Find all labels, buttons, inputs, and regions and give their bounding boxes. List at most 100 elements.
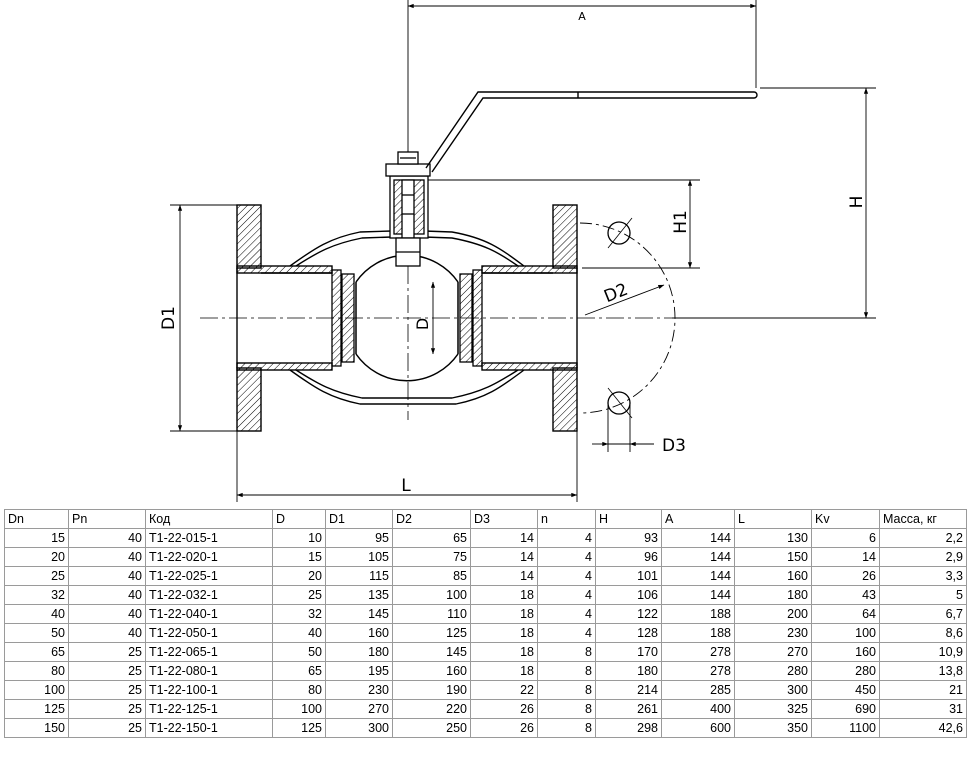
table-cell: 25 bbox=[68, 718, 146, 738]
table-cell: 21 bbox=[879, 680, 967, 700]
table-cell: 4 bbox=[537, 547, 596, 567]
valve-drawing: A H H1 D1 D D2 D3 L bbox=[159, 0, 876, 502]
table-cell: 40 bbox=[68, 566, 146, 586]
table-cell: 230 bbox=[734, 623, 812, 643]
table-cell: 40 bbox=[68, 547, 146, 567]
table-cell: Т1-22-015-1 bbox=[145, 528, 273, 548]
table-cell: 250 bbox=[392, 718, 471, 738]
table-cell: 32 bbox=[4, 585, 69, 605]
dim-label-a: A bbox=[578, 10, 586, 23]
table-cell: 350 bbox=[734, 718, 812, 738]
column-header: A bbox=[661, 509, 735, 529]
column-header: D bbox=[272, 509, 326, 529]
table-cell: 400 bbox=[661, 699, 735, 719]
table-cell: 450 bbox=[811, 680, 880, 700]
table-cell: 122 bbox=[595, 604, 662, 624]
table-cell: 220 bbox=[392, 699, 471, 719]
table-cell: 106 bbox=[595, 585, 662, 605]
table-cell: 144 bbox=[661, 528, 735, 548]
table-cell: 18 bbox=[470, 604, 538, 624]
dim-label-d2: D2 bbox=[601, 280, 631, 307]
table-cell: 18 bbox=[470, 661, 538, 681]
column-header: L bbox=[734, 509, 812, 529]
table-cell: 8 bbox=[537, 699, 596, 719]
table-cell: 100 bbox=[392, 585, 471, 605]
table-cell: 188 bbox=[661, 623, 735, 643]
table-cell: 8,6 bbox=[879, 623, 967, 643]
column-header: D3 bbox=[470, 509, 538, 529]
table-cell: 25 bbox=[68, 661, 146, 681]
table-cell: Т1-22-025-1 bbox=[145, 566, 273, 586]
table-cell: 2,9 bbox=[879, 547, 967, 567]
table-cell: 100 bbox=[272, 699, 326, 719]
table-cell: 125 bbox=[392, 623, 471, 643]
table-cell: 42,6 bbox=[879, 718, 967, 738]
table-cell: 300 bbox=[734, 680, 812, 700]
dim-d1 bbox=[170, 204, 237, 432]
table-cell: 145 bbox=[392, 642, 471, 662]
table-cell: 150 bbox=[4, 718, 69, 738]
table-cell: 6,7 bbox=[879, 604, 967, 624]
table-cell: 270 bbox=[734, 642, 812, 662]
table-cell: 214 bbox=[595, 680, 662, 700]
table-cell: 3,3 bbox=[879, 566, 967, 586]
table-cell: 230 bbox=[325, 680, 393, 700]
table-cell: 125 bbox=[272, 718, 326, 738]
dim-label-h1: H1 bbox=[671, 210, 691, 234]
table-cell: 298 bbox=[595, 718, 662, 738]
table-cell: 50 bbox=[272, 642, 326, 662]
table-cell: 100 bbox=[4, 680, 69, 700]
table-cell: 20 bbox=[4, 547, 69, 567]
table-cell: 40 bbox=[272, 623, 326, 643]
dim-d3 bbox=[592, 405, 654, 452]
table-cell: 144 bbox=[661, 547, 735, 567]
table-cell: 40 bbox=[68, 585, 146, 605]
table-cell: 278 bbox=[661, 642, 735, 662]
table-cell: 5 bbox=[879, 585, 967, 605]
table-cell: 25 bbox=[4, 566, 69, 586]
right-flange bbox=[552, 204, 578, 432]
table-cell: 6 bbox=[811, 528, 880, 548]
table-cell: 180 bbox=[734, 585, 812, 605]
column-header: Масса, кг bbox=[879, 509, 967, 529]
table-cell: 43 bbox=[811, 585, 880, 605]
table-cell: 130 bbox=[734, 528, 812, 548]
table-cell: 80 bbox=[272, 680, 326, 700]
table-cell: 690 bbox=[811, 699, 880, 719]
table-cell: 160 bbox=[325, 623, 393, 643]
dim-d2 bbox=[584, 284, 665, 316]
table-cell: 50 bbox=[4, 623, 69, 643]
table-cell: 40 bbox=[68, 604, 146, 624]
column-header: D2 bbox=[392, 509, 471, 529]
table-cell: 285 bbox=[661, 680, 735, 700]
table-cell: 65 bbox=[4, 642, 69, 662]
table-cell: 280 bbox=[811, 661, 880, 681]
table-cell: 14 bbox=[470, 528, 538, 548]
table-cell: 128 bbox=[595, 623, 662, 643]
stem bbox=[385, 151, 431, 267]
table-cell: 40 bbox=[68, 528, 146, 548]
column-header: Код bbox=[145, 509, 273, 529]
table-cell: 160 bbox=[392, 661, 471, 681]
dim-label-d3: D3 bbox=[662, 436, 686, 456]
table-cell: 32 bbox=[272, 604, 326, 624]
table-cell: 144 bbox=[661, 585, 735, 605]
table-cell: 170 bbox=[595, 642, 662, 662]
table-cell: 261 bbox=[595, 699, 662, 719]
column-header: H bbox=[595, 509, 662, 529]
table-cell: 26 bbox=[470, 699, 538, 719]
column-header: n bbox=[537, 509, 596, 529]
table-cell: 13,8 bbox=[879, 661, 967, 681]
table-cell: 4 bbox=[537, 585, 596, 605]
dim-label-h: H bbox=[847, 196, 867, 209]
table-cell: 14 bbox=[470, 566, 538, 586]
table-cell: 278 bbox=[661, 661, 735, 681]
